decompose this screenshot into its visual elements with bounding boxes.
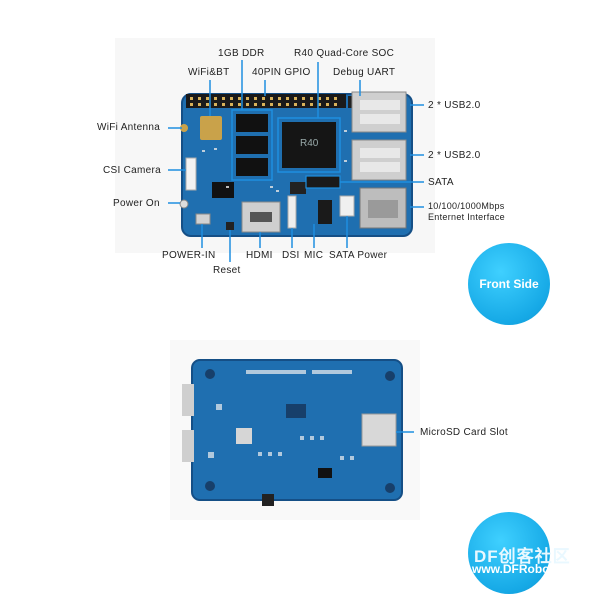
label-ethernet-line2: Enternet Interface bbox=[428, 212, 505, 222]
sata-connector bbox=[305, 175, 341, 189]
label-dsi: DSI bbox=[282, 250, 300, 261]
watermark-line1: DF创客社区 bbox=[474, 547, 571, 566]
label-ethernet-line1: 10/100/1000Mbps bbox=[428, 201, 505, 211]
soc-chip bbox=[282, 122, 336, 168]
label-soc: R40 Quad-Core SOC bbox=[294, 48, 395, 59]
gpio-header bbox=[186, 94, 346, 108]
back-side-badge bbox=[468, 512, 550, 594]
label-csi-camera: CSI Camera bbox=[103, 165, 162, 176]
wifi-module bbox=[200, 116, 222, 140]
usb-stack-mid bbox=[351, 139, 407, 181]
front-side-badge: Front Side bbox=[468, 243, 550, 325]
power-on-button bbox=[179, 199, 189, 209]
label-microsd: MicroSD Card Slot bbox=[420, 427, 508, 438]
microsd-slot bbox=[361, 413, 397, 447]
csi-connector bbox=[185, 157, 197, 191]
usb-stack-top bbox=[351, 91, 407, 133]
label-sata-power: SATA Power bbox=[329, 250, 388, 261]
label-wifi-antenna: WiFi Antenna bbox=[97, 122, 161, 133]
front-board: R40 bbox=[179, 91, 413, 237]
label-usb-top: 2 * USB2.0 bbox=[428, 100, 481, 111]
label-sata: SATA bbox=[428, 177, 454, 188]
back-board bbox=[182, 359, 403, 506]
label-usb-mid: 2 * USB2.0 bbox=[428, 150, 481, 161]
antenna-connector bbox=[180, 124, 188, 132]
label-reset: Reset bbox=[213, 265, 241, 276]
label-power-on: Power On bbox=[113, 198, 160, 209]
back-pcb bbox=[192, 360, 402, 500]
ddr-chip-1 bbox=[236, 114, 268, 132]
dsi-connector bbox=[287, 195, 297, 229]
label-debug-uart: Debug UART bbox=[333, 67, 396, 78]
reset-button bbox=[226, 222, 234, 230]
label-mic: MIC bbox=[304, 250, 324, 261]
soc-chip-mark: R40 bbox=[300, 138, 319, 149]
ddr-chip-3 bbox=[236, 158, 268, 176]
label-wifi-bt: WiFi&BT bbox=[188, 67, 230, 78]
sata-power-connector bbox=[339, 195, 355, 217]
dfrobot-watermark: DF创客社区 www.DFRobot.com.cn bbox=[466, 538, 600, 578]
label-ddr: 1GB DDR bbox=[218, 48, 265, 59]
label-hdmi: HDMI bbox=[246, 250, 273, 261]
power-in-port bbox=[195, 213, 211, 225]
label-gpio: 40PIN GPIO bbox=[252, 67, 311, 78]
front-side-badge-label: Front Side bbox=[479, 277, 539, 291]
front-callouts bbox=[168, 60, 424, 262]
ddr-chip-2 bbox=[236, 136, 268, 154]
watermark-line2: www.DFRobot.com.cn bbox=[472, 562, 599, 576]
label-power-in: POWER-IN bbox=[162, 250, 216, 261]
mic-jack bbox=[318, 200, 332, 224]
